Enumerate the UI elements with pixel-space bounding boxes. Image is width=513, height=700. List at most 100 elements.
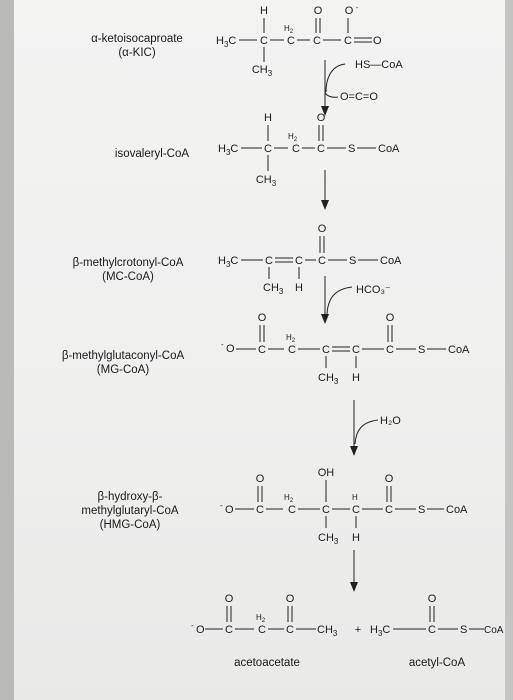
svg-text:CoA: CoA [446,504,468,516]
structure-mc-coa: O H3C C C C S CoA CH3 H [218,223,402,296]
svg-text:C: C [386,344,394,356]
structure-isovaleryl-coa: H O H3C C H2 C C S CoA CH3 [218,112,400,188]
svg-text:H3C: H3C [218,255,238,269]
svg-text:H2: H2 [286,333,296,344]
svg-text:CH3: CH3 [317,624,338,638]
svg-text:C: C [265,255,273,267]
svg-text:-: - [220,501,223,510]
label-mg-coa: β-methylglutaconyl-CoA (MG-CoA) [61,350,185,376]
svg-text:OH: OH [318,467,335,479]
svg-text:S: S [348,143,355,155]
svg-text:CoA: CoA [448,344,470,356]
svg-text:S: S [349,255,356,267]
svg-text:O: O [428,593,437,605]
svg-text:O: O [256,473,265,485]
svg-text:C: C [428,624,436,636]
svg-text:O: O [196,624,205,636]
svg-text:O: O [258,312,267,324]
plus-sign: + [355,624,361,636]
svg-text:C: C [260,35,268,47]
svg-text:O: O [225,593,234,605]
svg-text:C: C [318,255,326,267]
svg-text:O: O [385,473,394,485]
arrow-step2 [321,170,329,210]
svg-text:H2: H2 [256,613,266,624]
svg-text:C: C [322,504,330,516]
structure-acetyl-coa: O H3C C S CoA [370,593,504,638]
reactant-water: H₂O [380,415,401,427]
svg-text:S: S [418,344,425,356]
svg-text:O: O [314,5,323,17]
label-isovaleryl-coa: isovaleryl-CoA [114,148,190,160]
svg-text:O: O [373,35,382,47]
structure-acetoacetate: O O O - C H2 C C CH3 [191,593,338,638]
svg-text:CH3: CH3 [256,174,277,188]
structure-kic: H O O - H3C C H2 C C C O CH3 [216,5,382,78]
svg-text:C: C [385,504,393,516]
photo-frame-left [0,0,14,700]
svg-text:S: S [418,504,425,516]
svg-text:H: H [260,5,268,17]
svg-text:CH3: CH3 [318,372,339,386]
svg-text:C: C [264,143,272,155]
svg-text:O: O [386,312,395,324]
svg-text:C: C [286,624,294,636]
reactant-hs-coa: HS—CoA [355,59,403,71]
svg-text:O: O [318,223,327,235]
reactant-bicarbonate: HCO₃⁻ [356,284,391,296]
svg-text:C: C [317,143,325,155]
label-mc-coa: β-methylcrotonyl-CoA (MC-CoA) [72,257,184,283]
svg-text:C: C [288,344,296,356]
svg-text:S: S [460,624,467,636]
svg-text:C: C [288,504,296,516]
svg-text:H: H [352,532,360,544]
svg-text:CH3: CH3 [263,282,284,296]
svg-text:O: O [345,5,354,17]
svg-text:C: C [258,344,266,356]
svg-text:C: C [352,504,360,516]
label-kic: α-ketoisocaproate (α-KIC) [91,33,183,59]
svg-text:C: C [322,344,330,356]
svg-text:C: C [258,624,266,636]
svg-text:-: - [221,340,224,349]
label-acetoacetate: acetoacetate [234,657,300,669]
svg-text:C: C [313,35,321,47]
svg-text:O: O [225,504,234,516]
svg-text:CH3: CH3 [252,64,273,78]
arrow-step3 [321,276,353,324]
photo-frame-right [505,0,513,700]
svg-text:H2: H2 [288,132,298,143]
svg-text:CoA: CoA [380,255,402,267]
arrow-step1 [321,60,346,116]
svg-text:O: O [317,112,326,124]
svg-text:H3C: H3C [370,624,390,638]
arrow-step5 [350,550,358,592]
product-co2: O=C=O [340,91,378,103]
svg-text:CoA: CoA [378,143,400,155]
label-hmg-coa: β-hydroxy-β- methylglutaryl-CoA (HMG-CoA… [81,491,179,531]
svg-text:H: H [352,372,360,384]
svg-text:H3C: H3C [216,35,236,49]
svg-text:O: O [226,343,235,355]
svg-text:H: H [295,282,303,294]
svg-text:CH3: CH3 [318,532,339,546]
svg-text:H2: H2 [284,24,294,35]
svg-text:H: H [352,493,358,502]
arrow-step4 [350,400,379,456]
structure-hmg-coa: O OH O O - C H2 C C H C C S CoA [220,467,468,546]
svg-text:H2: H2 [284,493,294,504]
svg-text:C: C [256,504,264,516]
svg-text:O: O [286,593,295,605]
svg-text:-: - [356,5,359,12]
svg-text:C: C [344,35,352,47]
svg-text:C: C [225,624,233,636]
svg-text:H3C: H3C [218,143,238,157]
label-acetyl-coa: acetyl-CoA [408,657,466,669]
svg-text:C: C [352,344,360,356]
svg-text:C: C [292,143,300,155]
svg-text:H: H [264,112,272,124]
svg-text:C: C [287,35,295,47]
svg-text:CoA: CoA [484,625,504,636]
